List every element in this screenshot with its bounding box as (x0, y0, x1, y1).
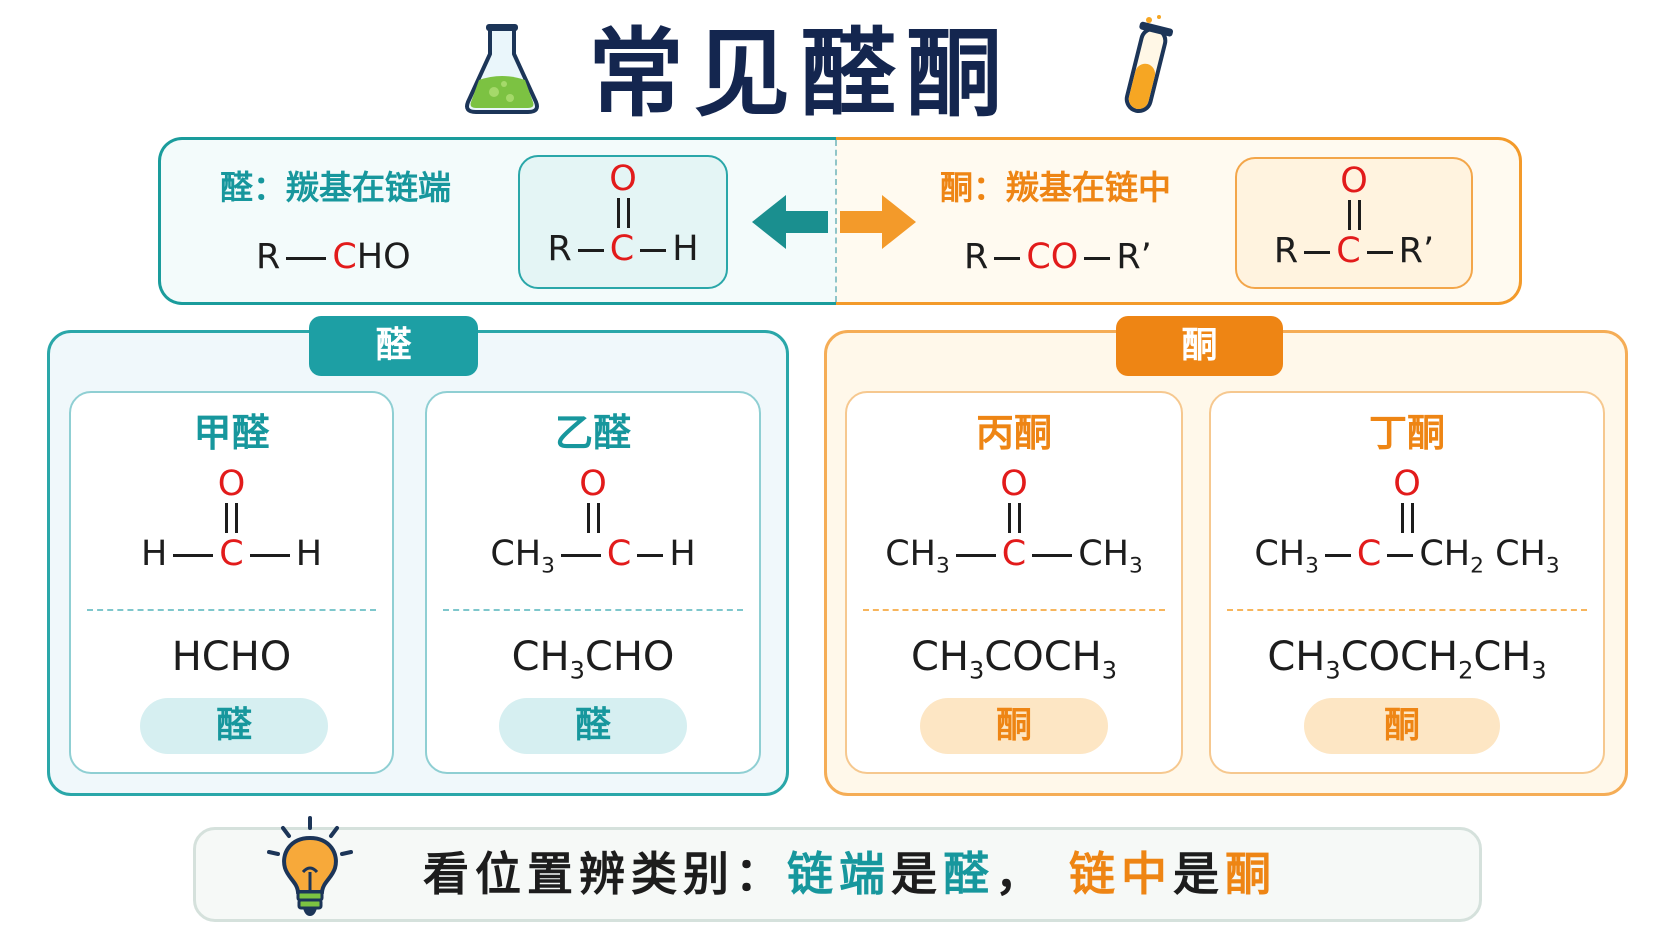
lightbulb-icon (267, 816, 353, 916)
condensed-formula: CH3CHO (511, 634, 675, 685)
aldehyde-section-tag: 醛 (309, 316, 478, 376)
compound-name: 丙酮 (975, 411, 1052, 455)
aldehyde-structure-box (518, 155, 728, 289)
compound-name: 甲醛 (193, 411, 270, 455)
condensed-formula: HCHO (171, 634, 292, 680)
ketone-section-tag: 酮 (1116, 316, 1283, 376)
dashed-divider (863, 609, 1165, 611)
condensed-formula: CH3COCH2CH3 (1267, 634, 1547, 685)
ketone-structure-box (1235, 157, 1473, 289)
aldehyde-heading: 醛：羰基在链端 (220, 168, 451, 207)
aldehyde-overview-panel (158, 137, 836, 305)
dashed-divider (443, 609, 743, 611)
dashed-divider (1227, 609, 1587, 611)
category-badge: 酮 (920, 698, 1108, 754)
compound-name: 乙醛 (554, 411, 631, 455)
summary-text: 看位置辨类别：链端是醛， 链中是酮 (423, 847, 1278, 901)
flask-icon (465, 24, 539, 114)
page-title: 常见醛酮 (588, 18, 1012, 130)
category-badge: 醛 (140, 698, 328, 754)
condensed-formula: CH3COCH3 (911, 634, 1117, 685)
summary-banner (193, 827, 1482, 922)
category-badge: 醛 (499, 698, 687, 754)
overview-divider (835, 140, 837, 302)
compound-name: 丁酮 (1368, 411, 1445, 455)
category-badge: 酮 (1304, 698, 1500, 754)
double-arrow-icon (752, 195, 916, 249)
dashed-divider (87, 609, 376, 611)
test-tube-icon (1124, 15, 1174, 113)
ketone-heading: 酮：羰基在链中 (940, 168, 1171, 207)
